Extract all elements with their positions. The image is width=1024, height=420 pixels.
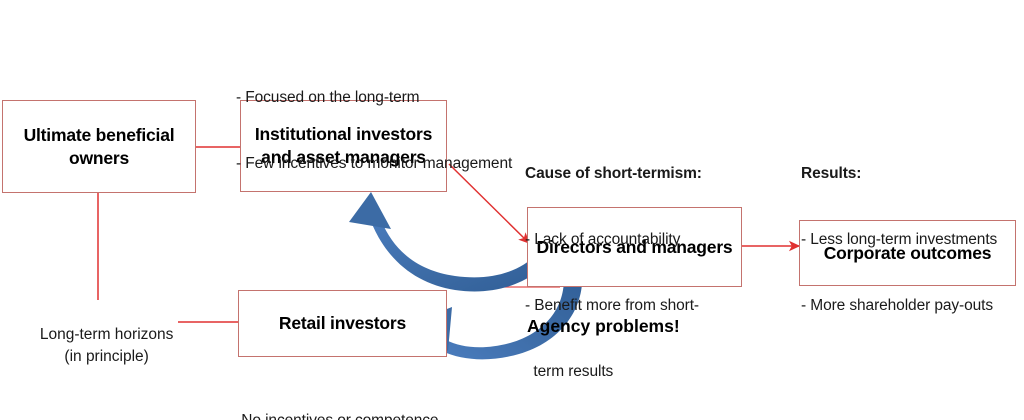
- node-institutional-investors[interactable]: Institutional investors and asset manage…: [240, 100, 447, 192]
- annotation-institutional-notes: - Focused on the long-term - Few incenti…: [236, 43, 512, 219]
- label-agency-problems: Agency problems!: [527, 316, 680, 336]
- annotation-results: Results: - Less long-term investments - …: [801, 119, 997, 361]
- node-corporate-outcomes[interactable]: Corporate outcomes: [799, 220, 1016, 286]
- institutional-note-line-1: - Focused on the long-term: [236, 89, 420, 106]
- long-term-horizons-line-2: (in principle): [64, 348, 149, 365]
- results-line-2: - More shareholder pay-outs: [801, 297, 994, 314]
- long-term-horizons-line-1: Long-term horizons: [39, 326, 174, 343]
- cause-heading: Cause of short-termism:: [525, 165, 702, 182]
- node-retail-investors[interactable]: Retail investors: [238, 290, 447, 357]
- cause-line-3: term results: [525, 363, 614, 380]
- node-ultimate-owners[interactable]: Ultimate beneficial owners: [2, 100, 196, 193]
- results-heading: Results:: [801, 165, 862, 182]
- institutional-note-line-2: - Few incentives to monitor management: [236, 155, 513, 172]
- annotation-retail-notes: - No incentives or competence to monitor…: [232, 366, 439, 420]
- cause-line-1: - Lack of accountability: [525, 231, 681, 248]
- annotation-long-term-horizons: Long-term horizons (in principle): [18, 302, 178, 390]
- results-line-1: - Less long-term investments: [801, 231, 998, 248]
- cause-line-2: - Benefit more from short-: [525, 297, 699, 314]
- node-directors-managers[interactable]: Directors and managers: [527, 207, 742, 287]
- retail-note-line-1: - No incentives or competence: [232, 410, 439, 420]
- annotation-cause-of-short-termism: Cause of short-termism: - Lack of accoun…: [525, 119, 702, 420]
